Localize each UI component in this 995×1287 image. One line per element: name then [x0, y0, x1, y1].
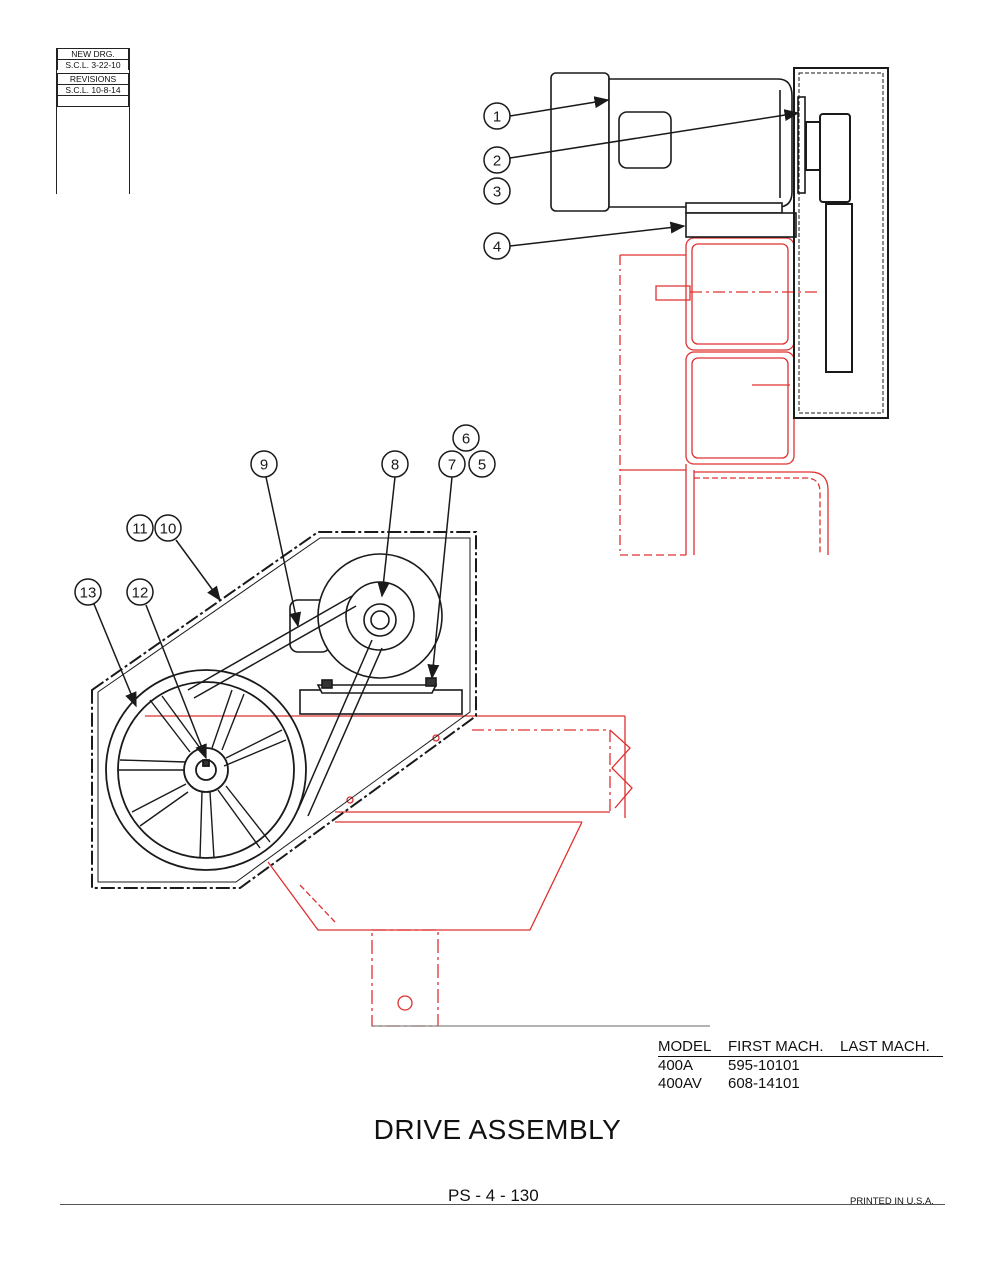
callout-3-label: 3 — [493, 184, 501, 201]
callout-10-label: 10 — [160, 521, 177, 538]
callout-3 — [483, 177, 511, 205]
row-model: 400A — [658, 1057, 694, 1074]
frame-side-view — [619, 237, 829, 556]
row-model: 400AV — [658, 1075, 702, 1092]
model-table: MODEL FIRST MACH. LAST MACH. 400A 595-10… — [658, 1038, 943, 1093]
callout-13-label: 13 — [80, 585, 97, 602]
revisions-label: REVISIONS — [57, 73, 129, 84]
callout-7-label: 7 — [448, 457, 456, 474]
callout-12 — [126, 578, 207, 760]
callout-1-label: 1 — [493, 109, 501, 126]
callout-8 — [377, 450, 409, 598]
callout-8-label: 8 — [391, 457, 399, 474]
callout-5-label: 5 — [478, 457, 486, 474]
callout-10 — [154, 514, 221, 602]
callout-5 — [468, 450, 496, 478]
frame-front-view — [145, 715, 710, 1027]
page-title: DRIVE ASSEMBLY — [373, 1114, 622, 1145]
callout-13 — [74, 578, 137, 708]
callout-2-label: 2 — [493, 153, 501, 170]
belt-guard-side-view — [793, 67, 889, 419]
row-first-mach: 608-14101 — [728, 1075, 800, 1092]
callout-9-label: 9 — [260, 457, 268, 474]
row-last-mach — [840, 1075, 943, 1093]
new-drawing-date: S.C.L. 3-22-10 — [57, 59, 129, 70]
model-table-header: MODEL FIRST MACH. LAST MACH. — [658, 1038, 943, 1057]
header-model: MODEL — [658, 1038, 712, 1055]
callout-1 — [483, 96, 610, 130]
row-first-mach: 595-10101 — [728, 1057, 800, 1074]
table-row: 400A 595-10101 — [658, 1057, 943, 1075]
callout-11 — [126, 514, 154, 542]
motor-side-view — [550, 72, 806, 238]
revision-block: NEW DRG. S.C.L. 3-22-10 REVISIONS S.C.L.… — [56, 48, 130, 194]
callout-2 — [483, 109, 800, 174]
revision-empty-row — [57, 95, 129, 107]
new-drawing-label: NEW DRG. — [57, 48, 129, 59]
callout-7 — [427, 450, 466, 680]
callout-11-label: 11 — [132, 521, 148, 538]
printed-in-usa: PRINTED IN U.S.A. — [850, 1196, 934, 1207]
row-last-mach — [840, 1057, 943, 1075]
header-first-mach: FIRST MACH. — [728, 1038, 824, 1055]
motor-front-view — [289, 553, 463, 715]
callout-6-label: 6 — [462, 431, 470, 448]
callout-12-label: 12 — [132, 585, 149, 602]
callouts — [74, 96, 800, 760]
flywheel-pulley — [105, 669, 307, 871]
callout-4-label: 4 — [493, 239, 501, 256]
footer-divider — [60, 1204, 945, 1205]
belt-guard-front-view — [91, 531, 477, 889]
callout-6 — [452, 424, 480, 452]
revision-date: S.C.L. 10-8-14 — [57, 84, 129, 95]
callout-4 — [483, 221, 686, 260]
header-last-mach: LAST MACH. — [840, 1038, 930, 1055]
page-number: PS - 4 - 130 — [448, 1186, 539, 1205]
table-row: 400AV 608-14101 — [658, 1075, 943, 1093]
callout-9 — [250, 450, 302, 628]
